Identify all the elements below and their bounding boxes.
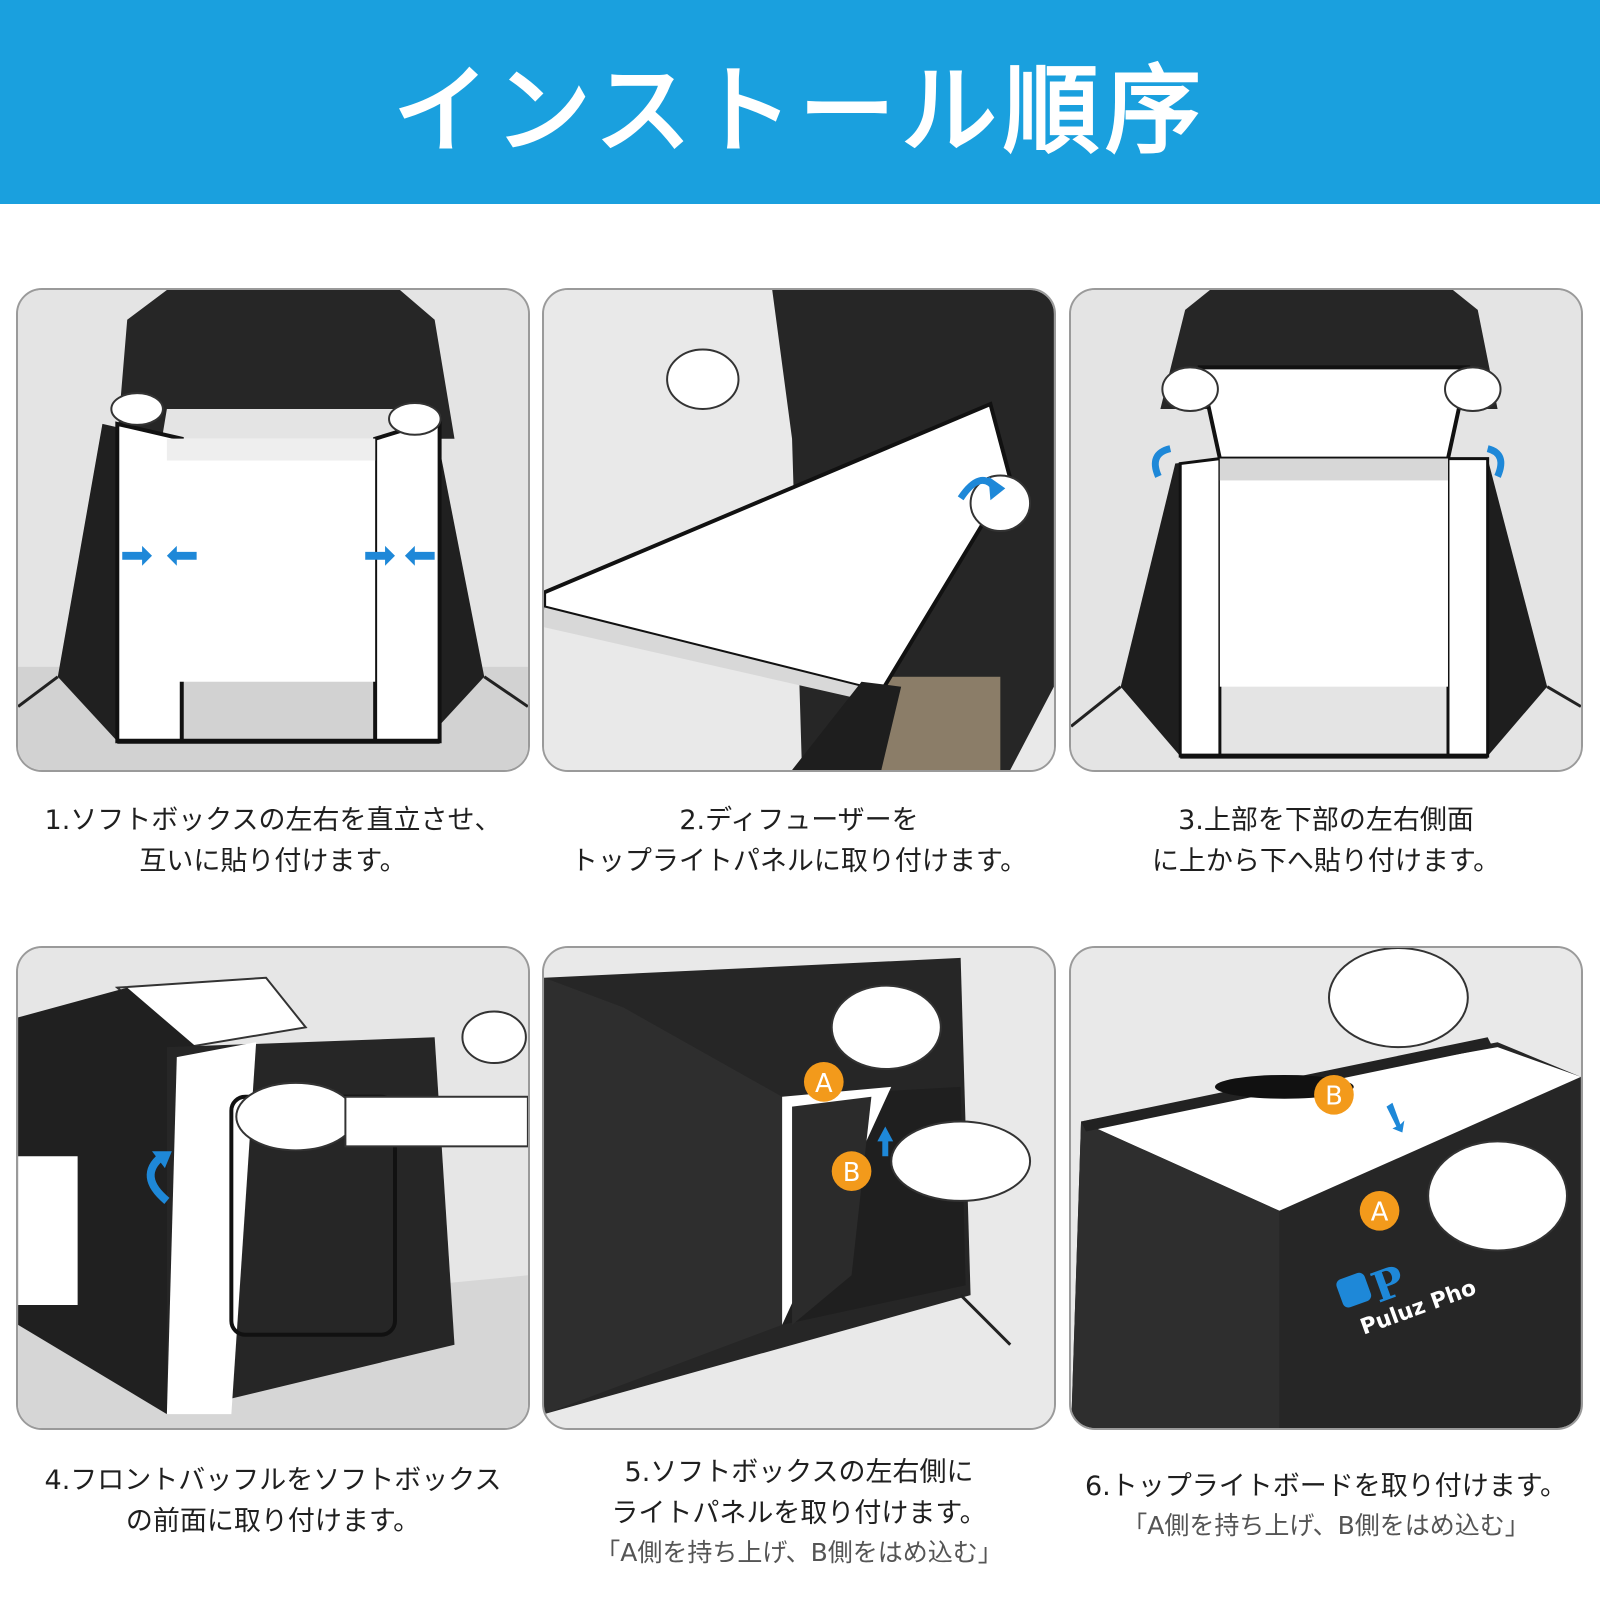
caption-note: 「A側を持ち上げ、B側をはめ込む」	[1122, 1511, 1530, 1540]
step-1-caption: 1.ソフトボックスの左右を直立させ、 互いに貼り付けます。	[3, 800, 543, 882]
right-hand	[388, 402, 442, 436]
caption-line: 1.ソフトボックスの左右を直立させ、	[44, 805, 502, 836]
top-panel	[1197, 365, 1471, 461]
caption-line: 6.トップライトボードを取り付けます。	[1084, 1471, 1568, 1502]
step-2-caption: 2.ディフューザーを トップライトパネルに取り付けます。	[529, 800, 1069, 882]
step-6-illustration: B A P Puluz Pho	[1071, 948, 1581, 1428]
step-4-caption: 4.フロントバッフルをソフトボックス の前面に取り付けます。	[3, 1460, 543, 1542]
caption-line: に上から下へ貼り付けます。	[1151, 846, 1501, 877]
step-1-image	[16, 288, 530, 772]
header-banner: インストール順序	[0, 0, 1600, 204]
step-3-illustration	[1071, 290, 1581, 770]
step-2-illustration	[544, 290, 1054, 770]
marker-a-label: A	[1371, 1198, 1389, 1228]
down-arrow-icon	[1386, 1102, 1405, 1133]
step-5-illustration: A B	[544, 948, 1054, 1428]
brand-logo-icon	[1336, 1272, 1372, 1308]
hand	[1427, 1140, 1568, 1252]
page-title: インストール順序	[392, 54, 1208, 167]
step-5-image: A B	[542, 946, 1056, 1430]
step-1-illustration	[18, 290, 528, 770]
marker-b-label: B	[843, 1158, 861, 1188]
caption-line: ライトパネルを取り付けます。	[611, 1498, 987, 1529]
step-6-caption: 6.トップライトボードを取り付けます。 「A側を持ち上げ、B側をはめ込む」	[1056, 1466, 1596, 1545]
hand	[235, 1081, 357, 1152]
marker-b-badge	[831, 1151, 872, 1191]
diffuser-panel	[544, 401, 1013, 694]
step-3-image	[1069, 288, 1583, 772]
caption-line: 5.ソフトボックスの左右側に	[624, 1457, 974, 1488]
step-4-image	[16, 946, 530, 1430]
softbox-side	[18, 987, 197, 1415]
marker-a-badge	[803, 1062, 844, 1102]
marker-b-badge	[1314, 1074, 1354, 1115]
left-hand	[666, 348, 740, 410]
caption-line: 2.ディフューザーを	[679, 805, 919, 836]
right-hand	[1444, 366, 1502, 412]
step-5-caption: 5.ソフトボックスの左右側に ライトパネルを取り付けます。 「A側を持ち上げ、B…	[529, 1452, 1069, 1572]
step-6-image: B A P Puluz Pho	[1069, 946, 1583, 1430]
caption-line: 4.フロントバッフルをソフトボックス	[44, 1465, 502, 1496]
step-4-illustration	[18, 948, 528, 1428]
marker-b-label: B	[1325, 1082, 1343, 1112]
left-hand	[110, 392, 164, 426]
marker-a-label: A	[815, 1069, 833, 1099]
rotate-arrow-icon	[146, 1153, 170, 1204]
caption-line: 互いに貼り付けます。	[139, 846, 407, 877]
rotate-arrow-icon	[1151, 445, 1172, 478]
right-hand	[969, 474, 1032, 532]
caption-note: 「A側を持ち上げ、B側をはめ込む」	[595, 1538, 1003, 1567]
hand	[461, 1010, 527, 1065]
caption-line: の前面に取り付けます。	[125, 1506, 421, 1537]
marker-a-badge	[1359, 1190, 1400, 1231]
person-silhouette	[117, 290, 455, 439]
left-hand	[1161, 366, 1219, 412]
caption-line: トップライトパネルに取り付けます。	[570, 846, 1028, 877]
hand	[830, 984, 942, 1070]
arrow-icon	[122, 545, 435, 566]
hand	[890, 1120, 1032, 1202]
caption-line: 3.上部を下部の左右側面	[1178, 805, 1474, 836]
rotate-arrow-icon	[1486, 445, 1505, 478]
front-baffle-flap	[166, 1042, 257, 1415]
step-2-image	[542, 288, 1056, 772]
step-3-caption: 3.上部を下部の左右側面 に上から下へ貼り付けます。	[1056, 800, 1596, 882]
hand	[1328, 948, 1469, 1049]
top-opening	[1081, 1047, 1581, 1211]
